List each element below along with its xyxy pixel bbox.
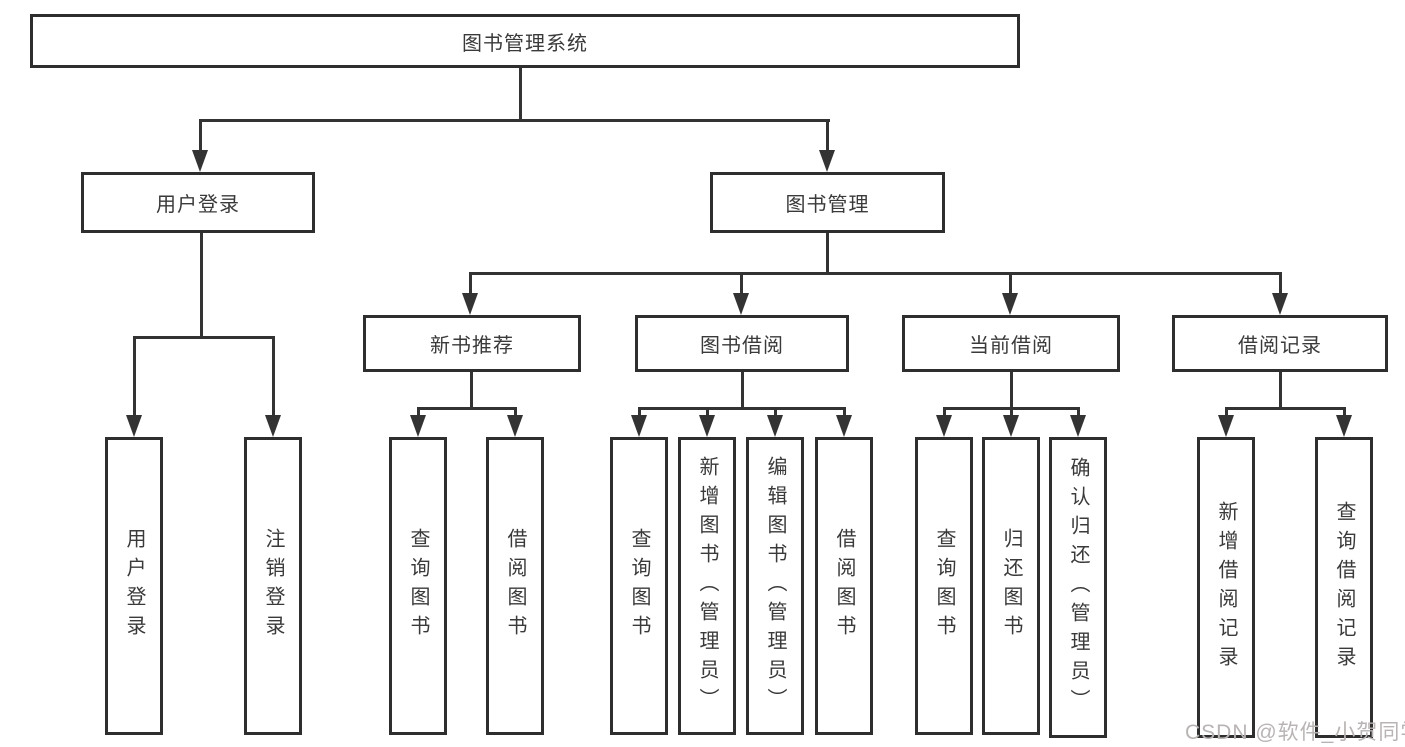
leaf-return-book: 归还图书 <box>982 437 1040 735</box>
leaf-logout: 注销登录 <box>244 437 302 735</box>
arrow-down-icon <box>936 415 952 437</box>
connector-line <box>1279 272 1282 295</box>
connector-line <box>199 119 830 122</box>
node-user-login-label: 用户登录 <box>156 194 240 216</box>
arrow-down-icon <box>1003 415 1019 437</box>
connector-line <box>272 336 275 417</box>
leaf-query-books-recommend: 查询图书 <box>389 437 447 735</box>
connector-line <box>1279 372 1282 408</box>
arrow-down-icon <box>126 415 142 437</box>
leaf-query-borrow-record-label: 查询借阅记录 <box>1333 500 1355 675</box>
arrow-down-icon <box>733 293 749 315</box>
node-current-borrow: 当前借阅 <box>902 315 1120 372</box>
arrow-down-icon <box>1218 415 1234 437</box>
connector-line <box>1010 372 1013 408</box>
connector-line <box>519 68 522 122</box>
connector-line <box>1343 407 1346 417</box>
arrow-down-icon <box>699 415 715 437</box>
leaf-query-borrow-record: 查询借阅记录 <box>1315 437 1373 738</box>
node-borrow-records-label: 借阅记录 <box>1238 335 1322 357</box>
node-book-borrow: 图书借阅 <box>635 315 849 372</box>
node-current-borrow-label: 当前借阅 <box>969 335 1053 357</box>
connector-line <box>1010 407 1013 417</box>
connector-line <box>706 407 709 417</box>
connector-line <box>199 119 202 152</box>
node-new-book-recommend: 新书推荐 <box>363 315 581 372</box>
leaf-user-login-label: 用户登录 <box>123 528 145 644</box>
connector-line <box>417 407 517 410</box>
leaf-query-books-recommend-label: 查询图书 <box>407 528 429 644</box>
arrow-down-icon <box>1002 293 1018 315</box>
connector-line <box>469 272 472 295</box>
connector-line <box>774 407 777 417</box>
leaf-query-books-current-label: 查询图书 <box>933 528 955 644</box>
connector-line <box>470 372 473 408</box>
node-book-management-label: 图书管理 <box>785 194 870 216</box>
leaf-add-book-admin-label: 新增图书（管理员） <box>696 455 718 717</box>
arrow-down-icon <box>507 415 523 437</box>
arrow-down-icon <box>819 150 835 172</box>
leaf-return-book-label: 归还图书 <box>1000 528 1022 644</box>
arrow-down-icon <box>767 415 783 437</box>
connector-line <box>417 407 420 417</box>
connector-line <box>943 407 946 417</box>
leaf-add-book-admin: 新增图书（管理员） <box>678 437 736 735</box>
node-root-label: 图书管理系统 <box>462 32 588 55</box>
csdn-watermark: CSDN @软件_小贺同学 <box>1185 721 1405 744</box>
leaf-borrow-books-recommend: 借阅图书 <box>486 437 544 735</box>
leaf-logout-label: 注销登录 <box>262 528 284 644</box>
leaf-borrow-books-recommend-label: 借阅图书 <box>504 528 526 644</box>
connector-line <box>133 336 274 339</box>
arrow-down-icon <box>1272 293 1288 315</box>
node-user-login: 用户登录 <box>81 172 315 233</box>
arrow-down-icon <box>192 150 208 172</box>
connector-line <box>638 407 846 410</box>
connector-line <box>200 233 203 337</box>
node-borrow-records: 借阅记录 <box>1172 315 1388 372</box>
node-root: 图书管理系统 <box>30 14 1020 68</box>
connector-line <box>1009 272 1012 295</box>
leaf-confirm-return-admin-label: 确认归还（管理员） <box>1067 457 1089 718</box>
leaf-edit-book-admin-label: 编辑图书（管理员） <box>764 455 786 717</box>
leaf-borrow-books: 借阅图书 <box>815 437 873 735</box>
leaf-edit-book-admin: 编辑图书（管理员） <box>746 437 804 735</box>
connector-line <box>1225 407 1345 410</box>
node-book-management: 图书管理 <box>710 172 945 233</box>
arrow-down-icon <box>836 415 852 437</box>
arrow-down-icon <box>462 293 478 315</box>
connector-line <box>1225 407 1228 417</box>
connector-line <box>638 407 641 417</box>
leaf-borrow-books-label: 借阅图书 <box>833 528 855 644</box>
connector-line <box>514 407 517 417</box>
arrow-down-icon <box>1336 415 1352 437</box>
leaf-user-login: 用户登录 <box>105 437 163 735</box>
connector-line <box>843 407 846 417</box>
leaf-query-books-borrow-label: 查询图书 <box>628 528 650 644</box>
arrow-down-icon <box>1070 415 1086 437</box>
leaf-add-borrow-record: 新增借阅记录 <box>1197 437 1255 738</box>
arrow-down-icon <box>265 415 281 437</box>
connector-line <box>740 272 743 295</box>
connector-line <box>826 233 829 274</box>
node-book-borrow-label: 图书借阅 <box>700 335 784 357</box>
connector-line <box>469 272 1282 275</box>
connector-line <box>741 372 744 408</box>
leaf-query-books-borrow: 查询图书 <box>610 437 668 735</box>
connector-line <box>826 119 829 152</box>
node-new-book-recommend-label: 新书推荐 <box>430 335 514 357</box>
connector-line <box>133 336 136 417</box>
leaf-add-borrow-record-label: 新增借阅记录 <box>1215 500 1237 675</box>
arrow-down-icon <box>410 415 426 437</box>
leaf-confirm-return-admin: 确认归还（管理员） <box>1049 437 1107 738</box>
arrow-down-icon <box>631 415 647 437</box>
leaf-query-books-current: 查询图书 <box>915 437 973 735</box>
connector-line <box>1077 407 1080 417</box>
